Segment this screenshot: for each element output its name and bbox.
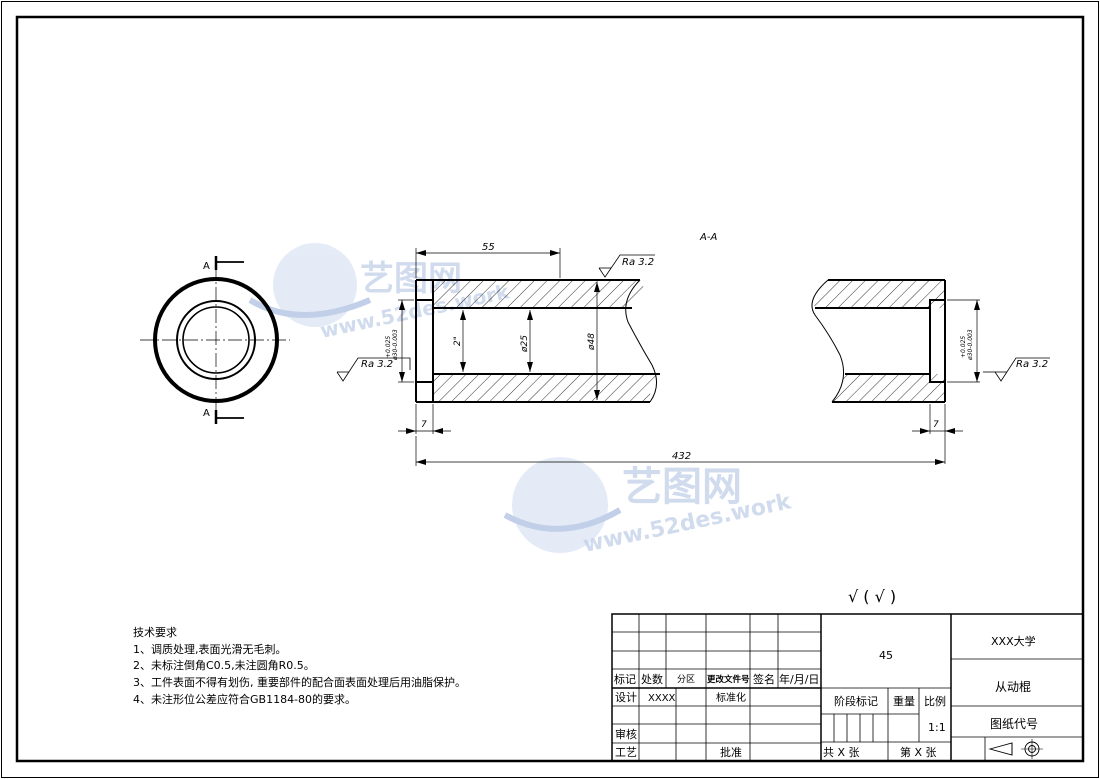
tech-req-item-3: 3、工件表面不得有划伤, 重要部件的配合面表面处理后用油脂保护。 <box>133 675 466 689</box>
dimension-dia-25: ø25 <box>520 310 533 372</box>
tb-scale-label: 比例 <box>924 694 946 708</box>
tb-school: XXX大学 <box>991 634 1036 648</box>
tb-material: 45 <box>879 649 893 662</box>
dim-dia-25-text: ø25 <box>520 335 530 353</box>
tb-stage: 阶段标记 <box>834 694 878 708</box>
end-view: A A <box>140 256 290 424</box>
outer-circle <box>153 277 279 403</box>
section-view-right <box>811 279 946 403</box>
tb-scale: 1:1 <box>928 721 946 734</box>
inner-border <box>15 15 1085 763</box>
tb-sign: 签名 <box>753 672 775 686</box>
roughness-right-text: Ra 3.2 <box>1016 359 1048 370</box>
tb-process: 工艺 <box>615 746 637 759</box>
roughness-right: Ra 3.2 <box>983 357 1050 382</box>
roughness-left-text: Ra 3.2 <box>361 359 393 370</box>
dimension-7-right: 7 <box>912 404 963 464</box>
tech-req-title: 技术要求 <box>133 626 177 639</box>
dim-bore-left-tol-upper: +0.025 <box>385 336 392 358</box>
section-view-left <box>415 279 660 403</box>
section-title: A-A <box>699 232 717 243</box>
dim-432-text: 432 <box>672 451 691 462</box>
technical-requirements: 技术要求 1、调质处理,表面光滑无毛刺。 2、未标注倒角C0.5,未注圆角R0.… <box>133 626 466 706</box>
projection-symbol-icon <box>988 739 1043 759</box>
tb-sheet-no: 第 X 张 <box>900 745 937 759</box>
watermark-logo-2: 艺图网 www.52des.work <box>503 457 795 558</box>
tech-req-item-1: 1、调质处理,表面光滑无毛刺。 <box>133 642 287 656</box>
tb-drawing-code: 图纸代号 <box>990 717 1038 731</box>
dim-dia-48-text: ø48 <box>587 333 597 351</box>
tb-design: 设计 <box>615 691 637 704</box>
tech-req-item-4: 4、未注形位公差应符合GB1184-80的要求。 <box>133 692 356 706</box>
dimension-7-left: 7 <box>398 404 451 434</box>
roughness-left: Ra 3.2 <box>336 357 411 382</box>
dimension-dia-inner: 2" <box>453 310 466 372</box>
tb-date: 年/月/日 <box>779 672 819 686</box>
bore-circle <box>182 306 250 374</box>
tb-weight: 重量 <box>893 694 915 708</box>
tb-total-sheets: 共 X 张 <box>823 746 860 759</box>
dim-bore-right-tol-upper: +0.025 <box>960 336 967 358</box>
cut-label-top: A <box>203 261 210 272</box>
dimension-55: 55 <box>415 242 561 278</box>
dim-bore-left-tol-lower: ø30-0.003 <box>392 329 399 361</box>
dimension-dia-48: ø48 <box>587 282 600 400</box>
title-block: 标记 处数 分区 更改文件号 签名 年/月/日 设计 XXXX 标准化 审核 工… <box>611 613 1084 762</box>
dimension-bore-right: +0.025 ø30-0.003 <box>947 299 980 383</box>
dim-7-left-text: 7 <box>421 420 427 430</box>
tb-mark: 标记 <box>614 672 636 686</box>
cut-label-bottom: A <box>203 408 210 419</box>
tb-change-doc: 更改文件号 <box>707 674 750 685</box>
roughness-top-text: Ra 3.2 <box>622 257 654 268</box>
dim-bore-right-tol-lower: ø30-0.003 <box>967 329 974 361</box>
tb-review: 审核 <box>615 727 637 741</box>
watermark-brand-2: 艺图网 <box>622 464 742 510</box>
dim-55-text: 55 <box>482 242 495 253</box>
inner-circle <box>176 300 256 380</box>
tb-designer: XXXX <box>648 693 676 704</box>
dimension-432: 432 <box>415 436 945 466</box>
tech-req-item-2: 2、未标注倒角C0.5,未注圆角R0.5。 <box>133 658 315 672</box>
tb-standard: 标准化 <box>716 691 746 704</box>
dimension-bore-left: +0.025 ø30-0.003 <box>385 299 414 383</box>
tb-zone: 分区 <box>677 674 695 685</box>
tb-approve: 批准 <box>720 745 742 759</box>
dim-dia-inner-text: 2" <box>453 336 463 346</box>
tb-part-name: 从动棍 <box>995 680 1031 694</box>
roughness-top: Ra 3.2 <box>598 254 655 278</box>
dim-7-right-text: 7 <box>933 420 939 430</box>
general-roughness: √ ( √ ) <box>848 587 896 606</box>
tb-count: 处数 <box>641 673 663 686</box>
